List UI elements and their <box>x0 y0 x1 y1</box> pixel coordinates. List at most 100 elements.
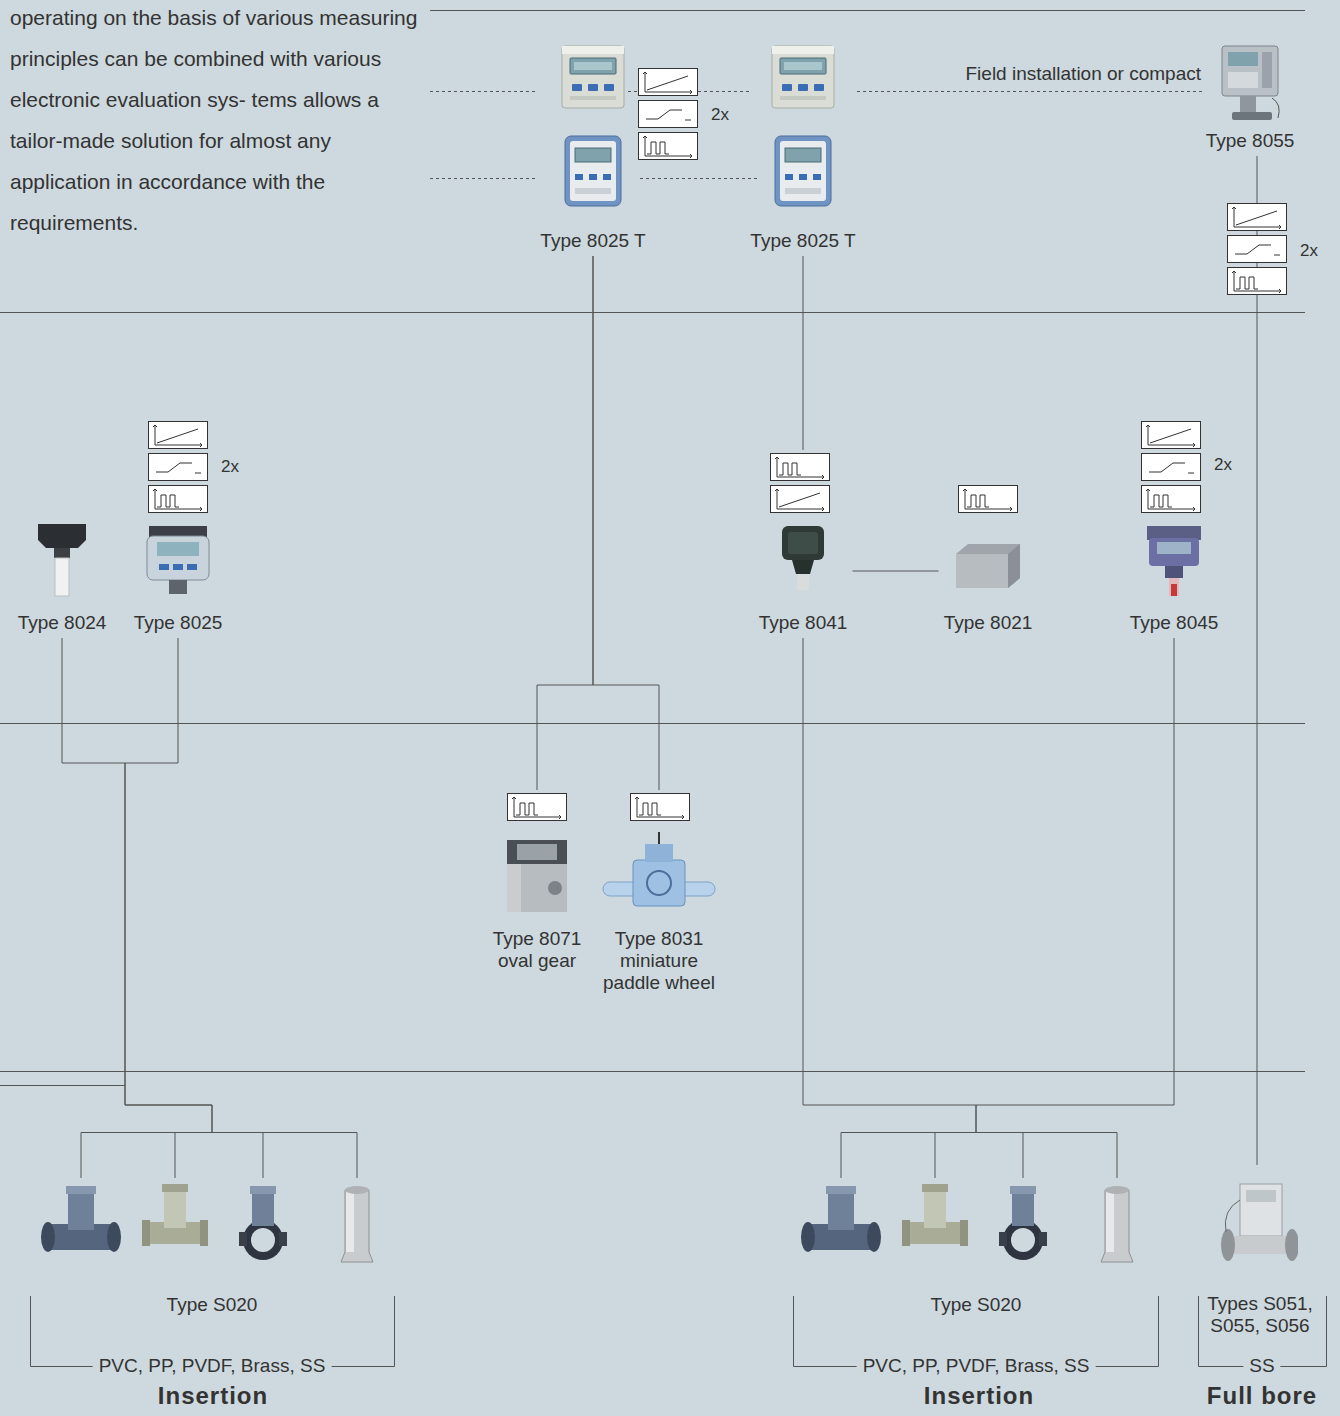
wall-display-picture <box>565 136 621 206</box>
analog-output-icon <box>639 69 698 96</box>
quantity-label: 2x <box>711 104 729 126</box>
product-node: Type 8025 T <box>535 40 650 256</box>
analog-output-icon <box>771 486 830 513</box>
oval-gear-picture <box>507 840 567 912</box>
dashed-line <box>430 91 536 92</box>
analog-output-icon <box>149 422 208 449</box>
transmitter-picture <box>147 526 209 594</box>
product-caption: Type 8021 <box>944 612 1033 634</box>
product-node: Type 8021 <box>939 518 1038 638</box>
connector-line <box>976 638 1174 1132</box>
product-caption: Type 8024 <box>18 612 107 634</box>
paddle-wheel-picture <box>603 832 715 906</box>
pulse-output-icon <box>959 486 1018 513</box>
pulse-output-icon <box>771 454 830 481</box>
product-node: Type 8025 <box>129 518 228 638</box>
connector-line <box>593 256 659 790</box>
dashed-line <box>698 91 752 92</box>
intro-text: operating on the basis of various measur… <box>10 0 430 243</box>
quantity-label: 2x <box>221 456 239 478</box>
connector-line <box>537 256 593 790</box>
picture-space <box>62 518 63 612</box>
connector-line <box>803 256 804 450</box>
analog-output-icon <box>1142 422 1201 449</box>
product-caption: Type S020 <box>167 1294 258 1316</box>
relay-output-icon <box>1142 454 1201 481</box>
panel-display-picture <box>772 46 834 108</box>
product-caption: Type 8071 oval gear <box>487 928 587 972</box>
divider-line <box>0 723 1305 724</box>
material-label: PVC, PP, PVDF, Brass, SS <box>857 1355 1096 1377</box>
product-node: Type 8055 <box>1200 38 1300 156</box>
product-caption: Types S051, S055, S056 <box>1204 1293 1316 1337</box>
fitting-picture <box>1101 1186 1133 1262</box>
connector-line <box>125 638 212 1132</box>
connector-line <box>62 638 212 1132</box>
category-heading: Insertion <box>158 1382 268 1410</box>
connector-line <box>853 571 939 572</box>
product-node: Type 8071 oval gear <box>482 790 592 976</box>
picture-space <box>803 450 804 612</box>
divider-line <box>430 10 1305 11</box>
pulse-output-icon <box>508 794 567 821</box>
analog-output-icon <box>1228 204 1287 231</box>
picture-space <box>976 1132 977 1294</box>
fitting-branch <box>81 1133 357 1179</box>
product-node: Type 8031 miniature paddle wheel <box>593 790 725 998</box>
picture-space <box>803 40 804 230</box>
transmitter-picture <box>1222 46 1279 120</box>
divider-lines <box>0 11 1305 1072</box>
product-caption: Type 8055 <box>1206 130 1295 152</box>
product-node: Type S020 <box>794 1132 1159 1320</box>
connector-line <box>803 638 976 1132</box>
product-caption: Type 8031 miniature paddle wheel <box>598 928 720 994</box>
relay-output-icon <box>1228 236 1287 263</box>
pulse-output-icon <box>639 133 698 160</box>
product-node: Type 8024 <box>13 518 112 638</box>
product-caption: Type S020 <box>931 1294 1022 1316</box>
picture-space <box>1250 38 1251 130</box>
picture-space <box>178 518 179 612</box>
picture-space <box>212 1132 213 1294</box>
dashed-line <box>857 91 1205 92</box>
wire-line <box>0 1085 125 1086</box>
wires <box>0 1086 1327 1367</box>
full-bore-picture <box>1221 1184 1299 1261</box>
fitting-branch <box>841 1133 1117 1179</box>
pulse-output-icon <box>1228 268 1287 295</box>
panel-display-picture <box>562 46 624 108</box>
material-label: SS <box>1243 1355 1280 1377</box>
pulse-output-icon <box>149 486 208 513</box>
product-caption: Type 8045 <box>1130 612 1219 634</box>
picture-space <box>1260 1165 1261 1293</box>
wall-display-picture <box>775 136 831 206</box>
product-node: Types S051, S055, S056 <box>1199 1165 1321 1341</box>
sensor-picture <box>1147 526 1201 596</box>
relay-output-icon <box>149 454 208 481</box>
product-caption: Type 8025 T <box>750 230 855 252</box>
quantity-label: 2x <box>1300 240 1318 262</box>
transmitter-picture <box>38 524 86 596</box>
fitting-picture <box>239 1186 287 1260</box>
pulse-output-icon <box>631 794 690 821</box>
fitting-picture <box>41 1186 121 1252</box>
fitting-picture <box>341 1186 373 1262</box>
picture-space <box>659 790 660 928</box>
divider-line <box>0 312 1305 313</box>
fitting-picture <box>999 1186 1047 1260</box>
pulse-output-icon <box>1142 486 1201 513</box>
category-heading: Insertion <box>924 1382 1034 1410</box>
picture-space <box>537 790 538 928</box>
product-node: Type S020 <box>30 1132 395 1320</box>
product-caption: Type 8025 <box>134 612 223 634</box>
dashed-line <box>628 91 637 92</box>
picture-space <box>1174 518 1175 612</box>
product-caption: Type 8041 <box>759 612 848 634</box>
sensor-picture <box>782 526 824 590</box>
fitting-picture <box>902 1184 968 1246</box>
fitting-picture <box>142 1184 208 1246</box>
